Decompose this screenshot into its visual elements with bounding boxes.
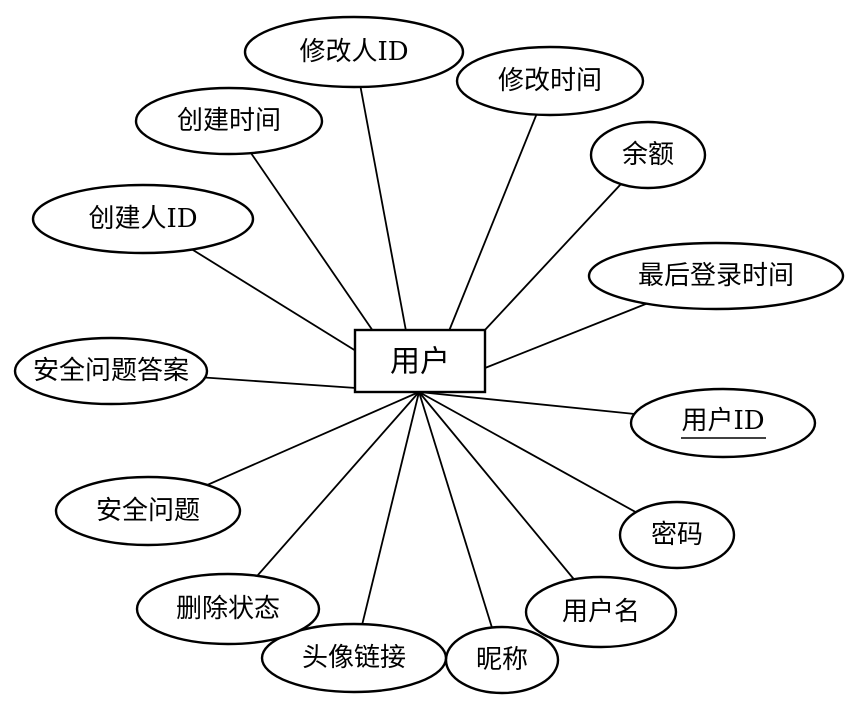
connector-line-create-time xyxy=(228,120,374,332)
attribute-label: 创建时间 xyxy=(177,106,281,136)
attribute-ellipse xyxy=(524,575,678,649)
entity-box xyxy=(353,328,487,394)
attribute-ellipse xyxy=(589,120,707,190)
connector-line-username xyxy=(418,391,602,613)
attribute-create-time: 创建时间 xyxy=(134,86,324,156)
attribute-password: 密码 xyxy=(618,500,736,570)
attribute-user-id: 用户ID xyxy=(629,387,817,459)
attribute-label: 创建人ID xyxy=(88,204,197,234)
attribute-ellipse xyxy=(54,475,242,547)
attribute-label: 余额 xyxy=(622,140,674,170)
connector-line-modifier-id xyxy=(353,51,407,332)
connector-line-password xyxy=(418,391,678,536)
attribute-ellipse xyxy=(455,45,645,117)
attribute-label: 昵称 xyxy=(476,645,528,675)
entity-user: 用户 xyxy=(353,328,487,394)
attribute-label: 删除状态 xyxy=(176,594,280,624)
attribute-label: 修改时间 xyxy=(498,66,602,96)
attribute-ellipse xyxy=(243,15,465,89)
attribute-ellipse xyxy=(135,572,321,646)
attribute-security-answer: 安全问题答案 xyxy=(13,336,209,406)
attribute-label: 用户名 xyxy=(562,597,640,627)
attribute-ellipse xyxy=(618,500,736,570)
attribute-nickname: 昵称 xyxy=(444,625,560,695)
attribute-ellipse xyxy=(134,86,324,156)
attribute-creator-id: 创建人ID xyxy=(31,183,255,255)
attribute-label: 头像链接 xyxy=(302,643,406,673)
attribute-ellipse xyxy=(260,622,448,694)
attribute-username: 用户名 xyxy=(524,575,678,649)
attribute-security-question: 安全问题 xyxy=(54,475,242,547)
attribute-delete-status: 删除状态 xyxy=(135,572,321,646)
attribute-label: 修改人ID xyxy=(299,37,408,67)
attribute-ellipse xyxy=(31,183,255,255)
connector-line-avatar-link xyxy=(353,391,420,659)
attribute-balance: 余额 xyxy=(589,120,707,190)
connector-line-delete-status xyxy=(227,391,420,610)
connector-line-nickname xyxy=(418,391,503,661)
attribute-label: 最后登录时间 xyxy=(638,261,794,291)
attribute-modifier-id: 修改人ID xyxy=(243,15,465,89)
attribute-label: 密码 xyxy=(651,520,703,550)
attribute-avatar-link: 头像链接 xyxy=(260,622,448,694)
attribute-last-login-time: 最后登录时间 xyxy=(587,241,845,311)
entity-label: 用户 xyxy=(390,345,450,380)
attribute-modify-time: 修改时间 xyxy=(455,45,645,117)
attribute-label: 安全问题 xyxy=(96,496,200,526)
attribute-label: 安全问题答案 xyxy=(33,356,189,386)
attribute-label-primary-key: 用户ID xyxy=(681,406,764,436)
attribute-ellipse xyxy=(629,387,817,459)
connector-line-modify-time xyxy=(448,80,551,332)
attribute-ellipse xyxy=(13,336,209,406)
attribute-ellipse xyxy=(587,241,845,311)
